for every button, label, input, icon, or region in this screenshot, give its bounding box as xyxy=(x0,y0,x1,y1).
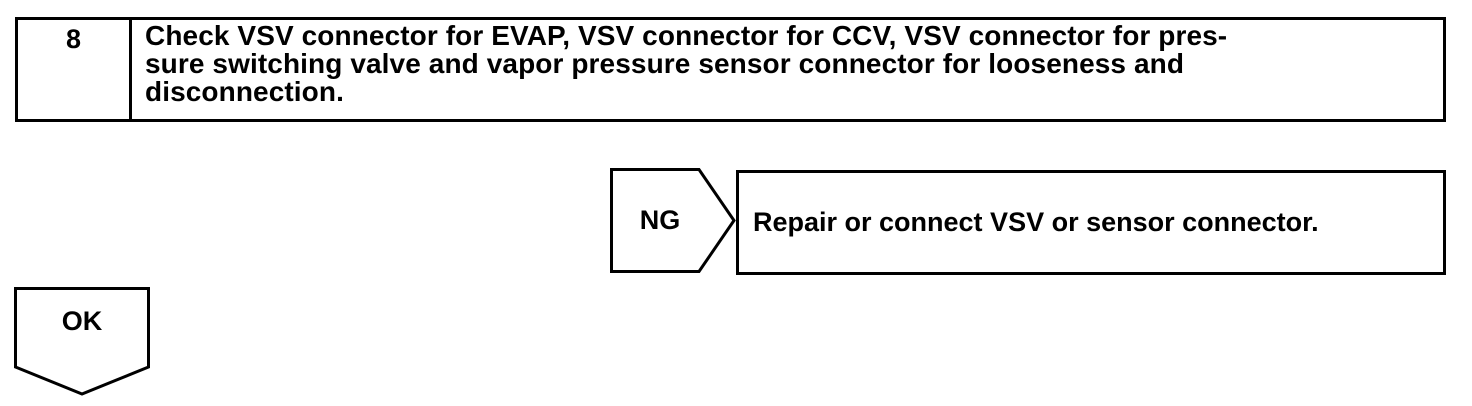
ok-arrow-shape xyxy=(14,287,150,396)
ng-arrow-shape xyxy=(610,168,736,273)
ng-action-box: Repair or connect VSV or sensor connecto… xyxy=(736,170,1446,275)
ok-label: OK xyxy=(61,306,103,336)
step-instruction-line-3: disconnection. xyxy=(145,76,344,107)
step-instruction-line-1: Check VSV connector for EVAP, VSV connec… xyxy=(145,20,1228,51)
step-instruction: Check VSV connector for EVAP, VSV connec… xyxy=(132,20,1443,119)
ng-label: NG xyxy=(639,205,681,235)
step-8-box: 8 Check VSV connector for EVAP, VSV conn… xyxy=(15,17,1446,122)
step-number: 8 xyxy=(18,20,132,119)
step-instruction-line-2: sure switching valve and vapor pressure … xyxy=(145,48,1185,79)
